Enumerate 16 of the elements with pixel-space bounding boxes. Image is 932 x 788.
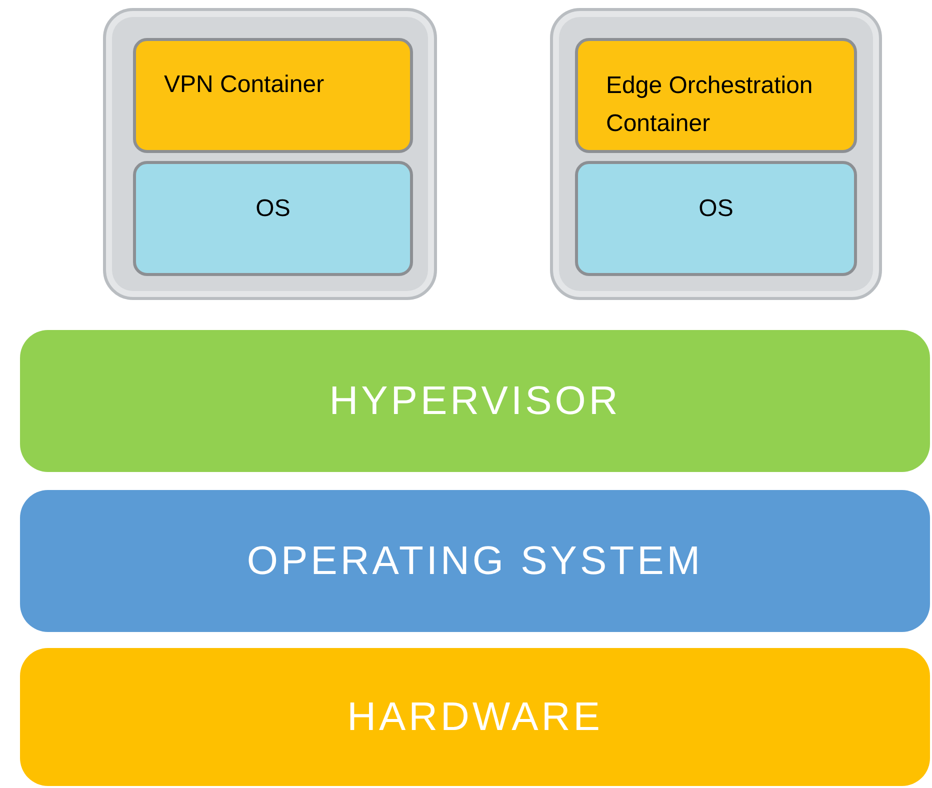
node-label: OS bbox=[256, 194, 290, 224]
node-label: OS bbox=[698, 194, 734, 224]
node-label: VPN Container bbox=[164, 70, 324, 100]
virtual-machine-box bbox=[550, 8, 882, 300]
node-label: HYPERVISOR bbox=[329, 378, 621, 425]
container-box bbox=[575, 38, 857, 153]
container-box bbox=[133, 38, 413, 153]
os-box bbox=[575, 161, 857, 276]
layer-band bbox=[20, 330, 930, 472]
os-box bbox=[133, 161, 413, 276]
layer-band bbox=[20, 490, 930, 632]
node-label: Edge Orchestration Container bbox=[606, 71, 814, 139]
virtual-machine-box bbox=[103, 8, 437, 300]
node-label: OPERATING SYSTEM bbox=[246, 538, 704, 585]
node-label: HARDWARE bbox=[347, 694, 603, 741]
layer-band bbox=[20, 648, 930, 786]
